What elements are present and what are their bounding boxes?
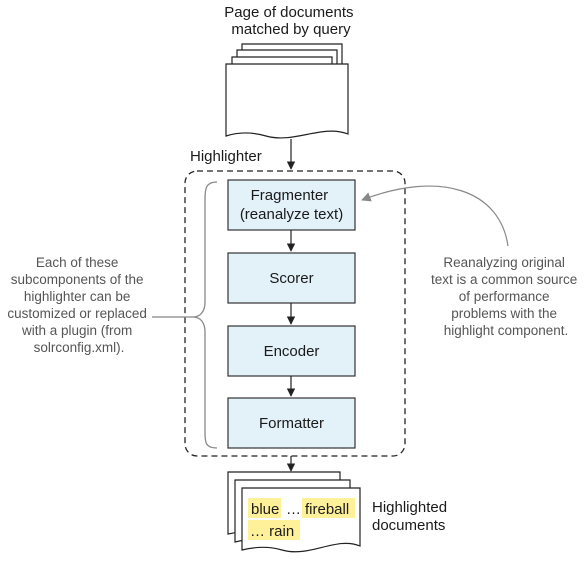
formatter-label: Formatter <box>259 415 324 432</box>
highlighter-label: Highlighter <box>190 148 262 165</box>
input-document-stack <box>225 43 349 139</box>
token-blue: blue <box>251 501 279 518</box>
highlight-blue <box>248 498 281 518</box>
left-brace <box>192 181 218 449</box>
subcomponent-formatter: Formatter <box>227 397 356 449</box>
output-docs-label: Highlighted documents <box>372 499 451 534</box>
token-rain: … rain <box>250 523 294 540</box>
token-fireball: fireball <box>305 501 349 518</box>
subcomponent-fragmenter: Fragmenter (reanalyze text) <box>227 179 356 231</box>
input-docs-label: Page of documents matched by query <box>224 4 357 38</box>
fragmenter-label: Fragmenter (reanalyze text) <box>240 187 343 223</box>
right-note-arrow <box>361 185 509 247</box>
left-note: Each of these subcomponents of the highl… <box>7 255 150 355</box>
subcomponent-encoder: Encoder <box>227 325 356 377</box>
highlighter-container <box>184 170 406 457</box>
highlight-fireball <box>302 498 355 518</box>
highlight-rain <box>248 520 300 540</box>
scorer-label: Scorer <box>269 270 313 287</box>
encoder-label: Encoder <box>264 343 320 360</box>
right-note: Reanalyzing original text is a common so… <box>431 255 581 338</box>
subcomponent-scorer: Scorer <box>227 252 356 304</box>
token-ellipsis: … <box>286 501 301 518</box>
